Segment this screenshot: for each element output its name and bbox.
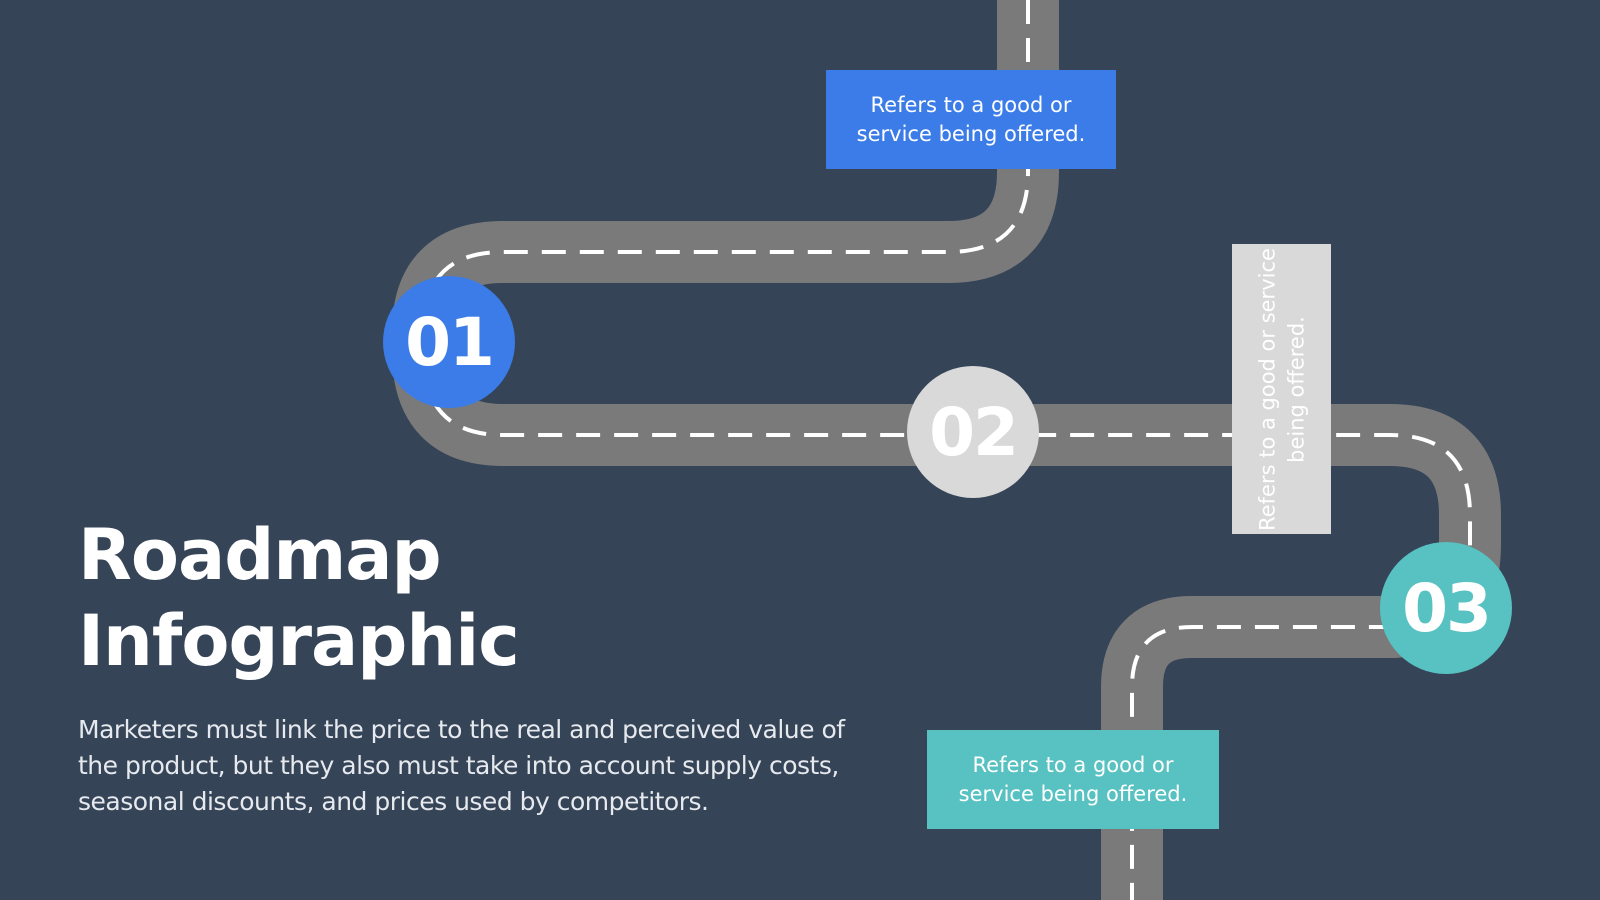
step-3-number: 03 (1402, 569, 1492, 647)
step-3-label-text: Refers to a good or service being offere… (958, 752, 1188, 806)
title-line-1: Roadmap (78, 514, 442, 596)
step-2-label-text: Refers to a good or service being offere… (1254, 247, 1308, 531)
step-2-marker: 02 (907, 366, 1039, 498)
title-line-2: Infographic (78, 600, 520, 682)
step-3-label: Refers to a good or service being offere… (927, 730, 1219, 829)
description-text: Marketers must link the price to the rea… (78, 715, 845, 816)
step-1-label-text: Refers to a good or service being offere… (856, 92, 1086, 146)
step-2-number: 02 (929, 393, 1019, 471)
step-1-number: 01 (405, 303, 495, 381)
page-title: Roadmap Infographic (78, 512, 520, 684)
step-1-marker: 01 (383, 276, 515, 408)
step-1-label: Refers to a good or service being offere… (826, 70, 1116, 169)
step-3-marker: 03 (1380, 542, 1512, 674)
step-2-label: Refers to a good or service being offere… (1232, 244, 1331, 534)
